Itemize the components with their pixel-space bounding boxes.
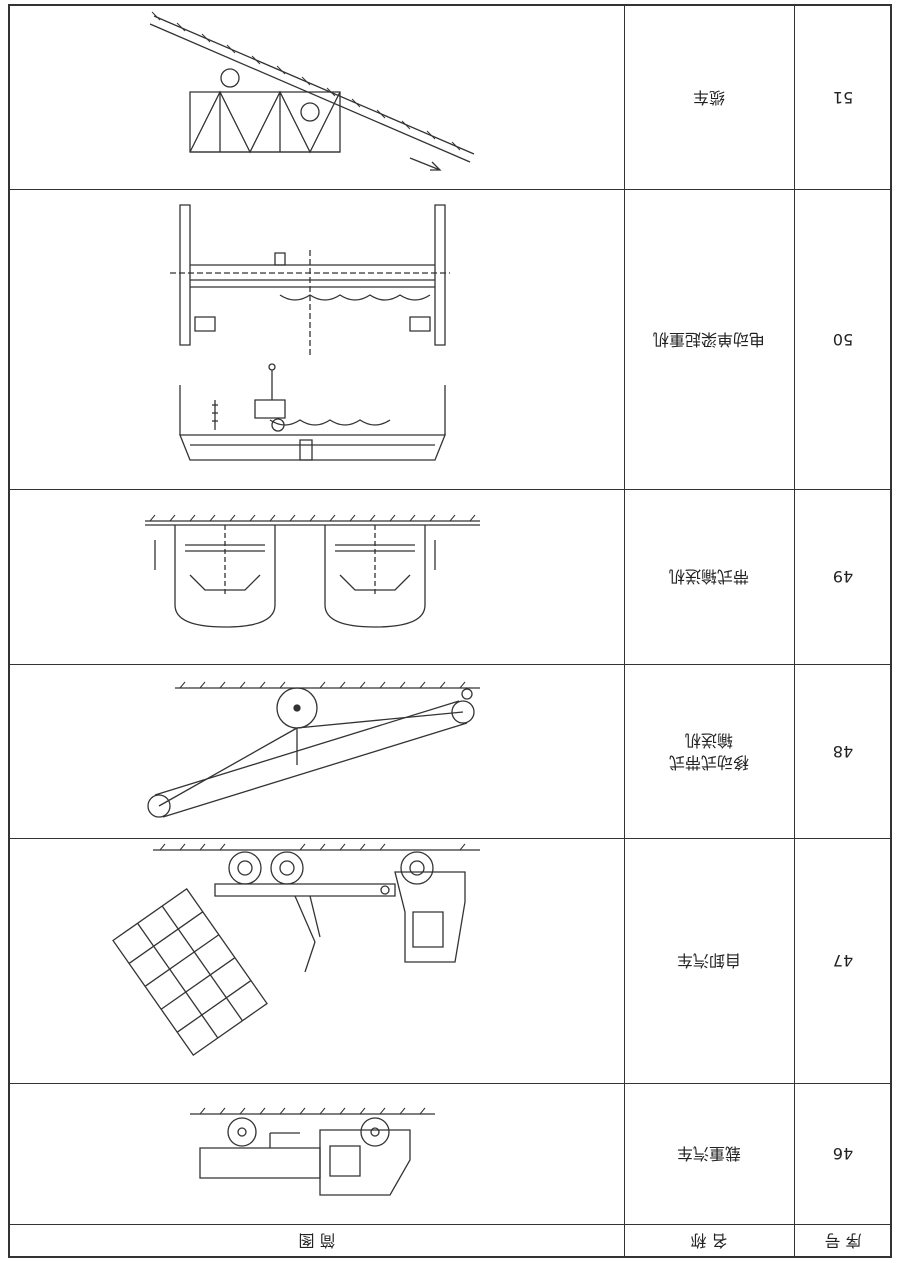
row-number: 49 [832, 567, 854, 587]
row-divider [10, 489, 890, 490]
row-number: 48 [832, 742, 854, 761]
row-name: 载重汽车 [677, 1144, 742, 1164]
cable-car-drawing [140, 12, 500, 182]
row-divider [10, 189, 890, 190]
row-number: 46 [832, 1144, 854, 1164]
header-number: 序 号 [824, 1231, 862, 1250]
column-divider [624, 6, 625, 1256]
belt-conveyor-drawing [145, 515, 485, 640]
header-drawing: 简 图 [298, 1231, 336, 1250]
truck-drawing [190, 1108, 440, 1208]
row-number: 51 [832, 88, 854, 108]
row-divider [10, 664, 890, 665]
single-beam-crane-drawing [160, 195, 460, 480]
row-name: 移动式带式 输送机 [669, 731, 750, 772]
equipment-table: 51 缆车 50 电动单梁起重机 49 带式输送机 48 移动式带式 输送机 4… [8, 4, 892, 1258]
column-divider [794, 6, 795, 1256]
row-name: 电动单梁起重机 [653, 330, 766, 349]
mobile-belt-conveyor-drawing [145, 680, 485, 820]
dump-truck-drawing [145, 842, 485, 1077]
row-name: 缆车 [693, 88, 726, 108]
row-number: 47 [832, 951, 854, 971]
row-name: 自卸汽车 [677, 951, 742, 971]
row-divider [10, 838, 890, 839]
row-name: 带式输送机 [669, 567, 750, 587]
header-name: 名 称 [690, 1231, 728, 1250]
row-divider [10, 1083, 890, 1084]
row-divider [10, 1224, 890, 1225]
row-number: 50 [832, 330, 854, 349]
